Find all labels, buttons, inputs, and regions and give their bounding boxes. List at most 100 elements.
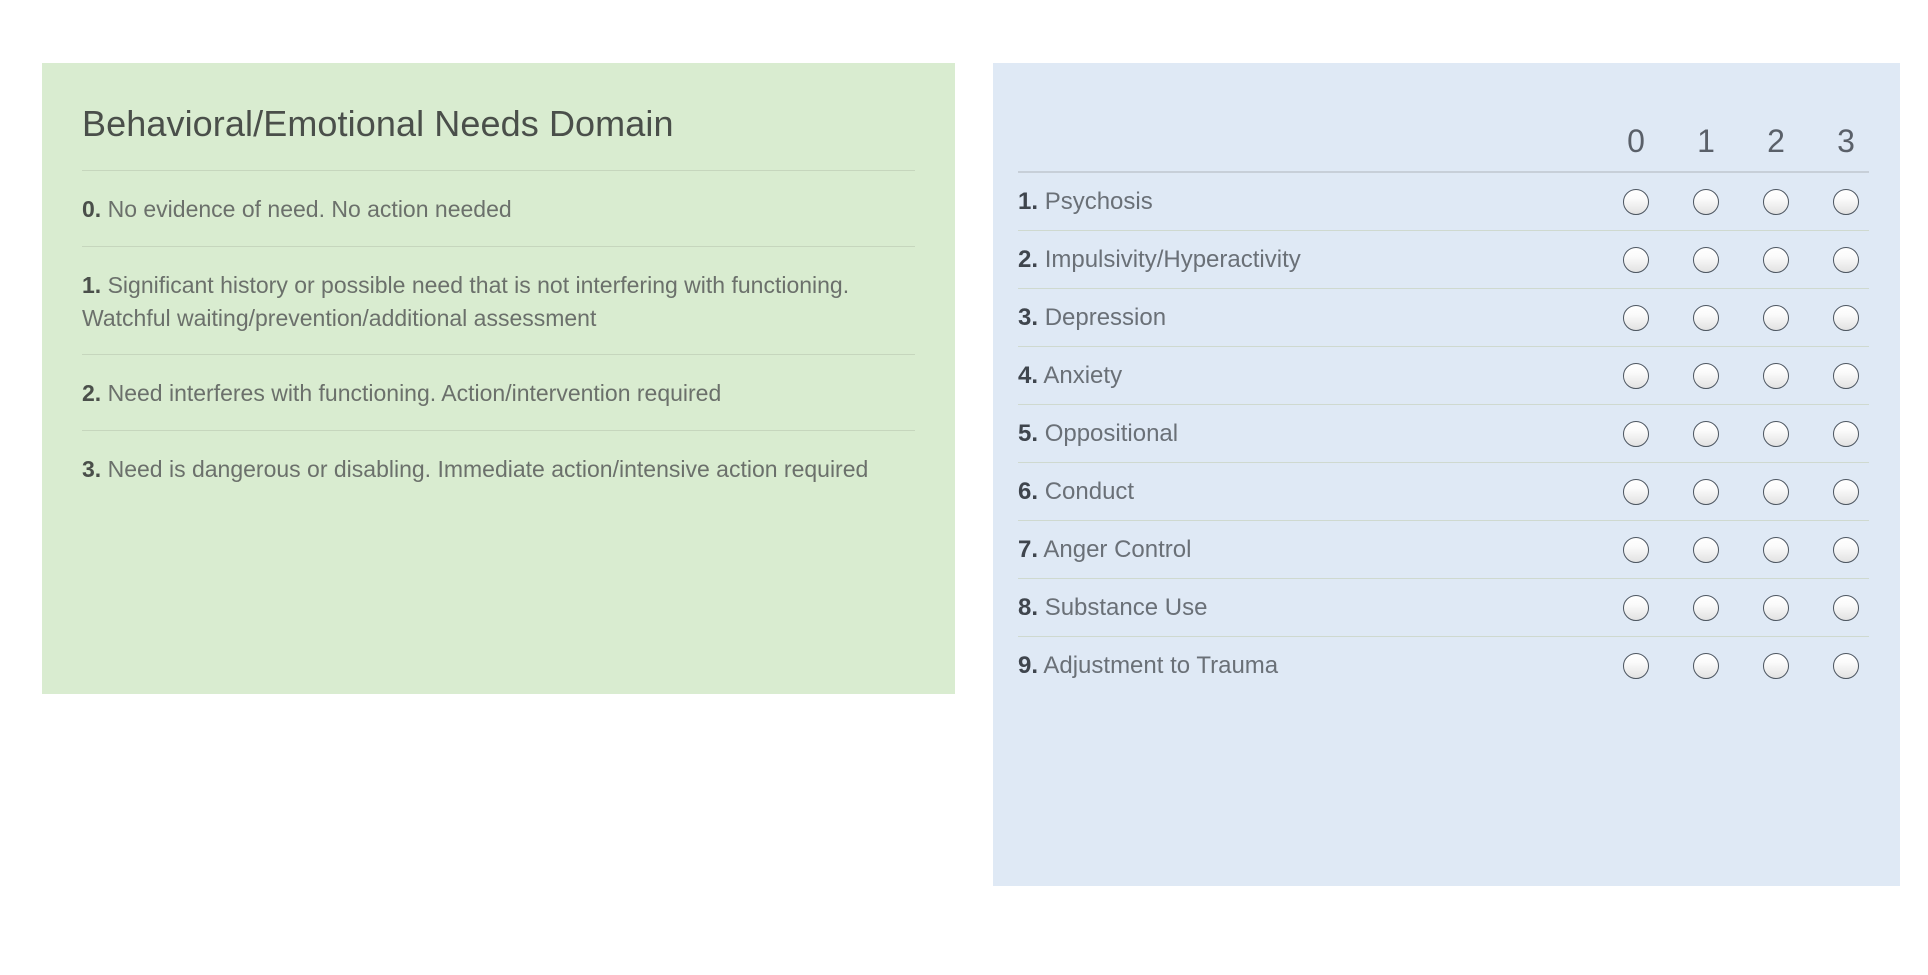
row-label: 8. Substance Use (1018, 594, 1607, 622)
radio-button-3[interactable] (1833, 304, 1859, 331)
rating-cell-0 (1607, 246, 1665, 273)
rating-cell-2 (1747, 362, 1805, 389)
radio-button-3[interactable] (1833, 362, 1859, 389)
rating-cell-3 (1817, 304, 1875, 331)
radio-button-0[interactable] (1623, 594, 1649, 621)
radio-button-2[interactable] (1763, 420, 1789, 447)
row-divider (1018, 288, 1869, 289)
legend-item-text: Need is dangerous or disabling. Immediat… (107, 456, 869, 483)
radio-button-2[interactable] (1763, 362, 1789, 389)
row-label: 7. Anger Control (1018, 536, 1607, 564)
row-number: 6. (1018, 477, 1039, 505)
rating-cell-3 (1817, 188, 1875, 215)
radio-button-1[interactable] (1693, 478, 1719, 505)
radio-button-2[interactable] (1763, 246, 1789, 273)
rating-cell-1 (1677, 304, 1735, 331)
radio-button-3[interactable] (1833, 188, 1859, 215)
radio-button-0[interactable] (1623, 304, 1649, 331)
row-divider (1018, 636, 1869, 637)
radio-button-2[interactable] (1763, 478, 1789, 505)
column-header-1: 1 (1697, 123, 1715, 159)
legend-item-text: Need interferes with functioning. Action… (107, 380, 722, 407)
rating-cell-3 (1817, 478, 1875, 505)
column-header-2: 2 (1767, 123, 1785, 159)
legend-divider-2 (82, 430, 915, 432)
row-label-text: Depression (1044, 303, 1167, 331)
page-title: Behavioral/Emotional Needs Domain (82, 103, 674, 144)
radio-button-1[interactable] (1693, 362, 1719, 389)
radio-button-3[interactable] (1833, 420, 1859, 447)
table-row: 2. Impulsivity/Hyperactivity (1018, 231, 1875, 288)
row-divider (1018, 462, 1869, 463)
row-number: 8. (1018, 593, 1039, 621)
legend-item-number: 1. (82, 272, 102, 299)
radio-button-2[interactable] (1763, 304, 1789, 331)
rating-cell-3 (1817, 652, 1875, 679)
row-divider (1018, 346, 1869, 347)
row-label: 4. Anxiety (1018, 362, 1607, 390)
rating-cell-2 (1747, 188, 1805, 215)
radio-button-2[interactable] (1763, 188, 1789, 215)
row-number: 1. (1018, 187, 1039, 215)
legend-item-number: 3. (82, 456, 102, 483)
legend-item-text: Significant history or possible need tha… (82, 272, 850, 331)
rating-cell-0 (1607, 652, 1665, 679)
row-label: 2. Impulsivity/Hyperactivity (1018, 246, 1607, 274)
legend-panel: Behavioral/Emotional Needs Domain 0. No … (42, 63, 955, 694)
rating-cell-1 (1677, 420, 1735, 447)
radio-button-0[interactable] (1623, 652, 1649, 679)
rating-cell-3 (1817, 246, 1875, 273)
radio-button-1[interactable] (1693, 594, 1719, 621)
radio-button-2[interactable] (1763, 652, 1789, 679)
radio-button-2[interactable] (1763, 536, 1789, 563)
rating-cell-2 (1747, 304, 1805, 331)
rating-cell-0 (1607, 478, 1665, 505)
legend-item-number: 0. (82, 196, 102, 223)
radio-button-1[interactable] (1693, 420, 1719, 447)
row-label: 3. Depression (1018, 304, 1607, 332)
radio-button-1[interactable] (1693, 652, 1719, 679)
rating-cell-1 (1677, 536, 1735, 563)
rating-cell-2 (1747, 246, 1805, 273)
radio-button-0[interactable] (1623, 536, 1649, 563)
row-number: 9. (1018, 651, 1039, 679)
radio-button-3[interactable] (1833, 478, 1859, 505)
radio-button-3[interactable] (1833, 652, 1859, 679)
radio-button-1[interactable] (1693, 304, 1719, 331)
rating-cell-3 (1817, 420, 1875, 447)
column-header-3: 3 (1837, 123, 1855, 159)
rating-cell-1 (1677, 652, 1735, 679)
radio-button-1[interactable] (1693, 536, 1719, 563)
radio-button-0[interactable] (1623, 246, 1649, 273)
row-number: 5. (1018, 419, 1039, 447)
radio-button-2[interactable] (1763, 594, 1789, 621)
radio-button-1[interactable] (1693, 188, 1719, 215)
row-label-text: Anger Control (1043, 535, 1192, 563)
radio-button-0[interactable] (1623, 478, 1649, 505)
radio-button-0[interactable] (1623, 420, 1649, 447)
row-label-text: Oppositional (1044, 419, 1179, 447)
row-divider (1018, 520, 1869, 521)
radio-button-3[interactable] (1833, 594, 1859, 621)
table-row: 8. Substance Use (1018, 579, 1875, 636)
rating-cell-0 (1607, 188, 1665, 215)
rating-column-headers: 0 1 2 3 (1018, 63, 1875, 157)
rating-cell-2 (1747, 594, 1805, 621)
radio-button-3[interactable] (1833, 246, 1859, 273)
rating-cell-2 (1747, 652, 1805, 679)
rating-cell-0 (1607, 420, 1665, 447)
row-label-text: Conduct (1044, 477, 1135, 505)
radio-button-3[interactable] (1833, 536, 1859, 563)
radio-button-0[interactable] (1623, 362, 1649, 389)
rating-cell-0 (1607, 362, 1665, 389)
legend-divider-1 (82, 354, 915, 356)
row-label: 5. Oppositional (1018, 420, 1607, 448)
row-number: 2. (1018, 245, 1039, 273)
rating-cell-1 (1677, 594, 1735, 621)
radio-button-0[interactable] (1623, 188, 1649, 215)
rating-cell-3 (1817, 362, 1875, 389)
rating-cell-0 (1607, 536, 1665, 563)
radio-button-1[interactable] (1693, 246, 1719, 273)
legend-item-2: 2. Need interferes with functioning. Act… (82, 355, 882, 430)
row-divider (1018, 230, 1869, 231)
